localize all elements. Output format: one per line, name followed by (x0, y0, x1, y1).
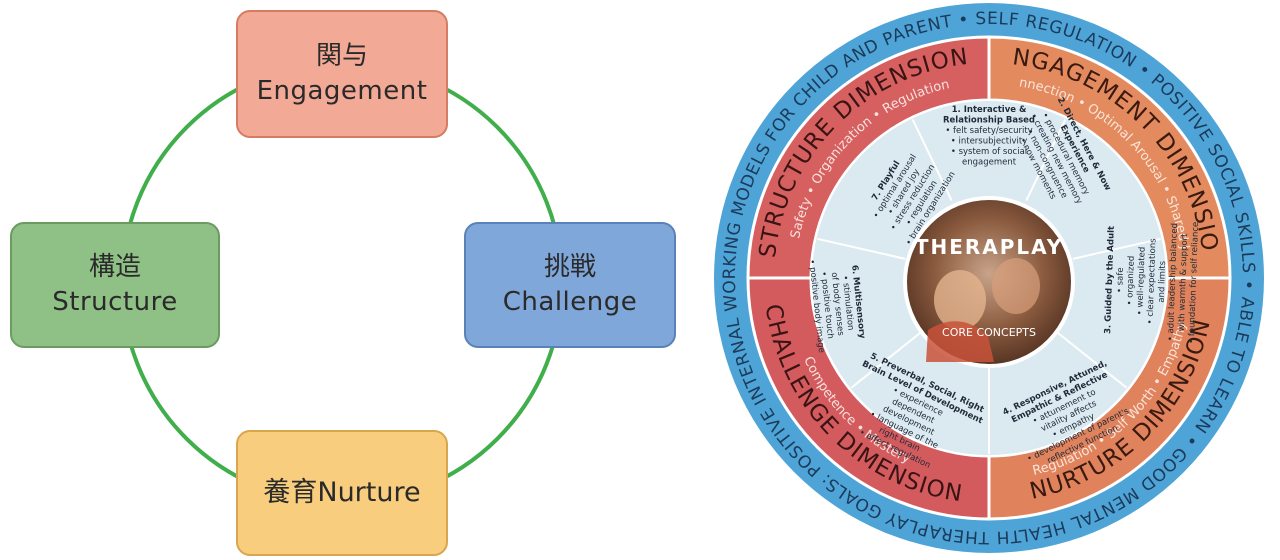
structure-box: 構造 Structure (10, 222, 220, 348)
concept-item-line: • system of social (951, 147, 1027, 157)
concept-title-line: 3. Guided by the Adult (1103, 226, 1117, 334)
concept-item-line: engagement (962, 158, 1017, 168)
nurture-label: 養育Nurture (263, 477, 421, 508)
engagement-jp-label: 関与 (315, 41, 368, 71)
concept-divider (817, 237, 906, 260)
concept-divider (1055, 330, 1128, 389)
structure-en-label: Structure (52, 287, 178, 317)
theraplay-dimensions-cycle: 関与 Engagement 挑戦 Challenge 構造 Structure … (10, 10, 676, 556)
center-subtitle: CORE CONCEPTS (942, 326, 1036, 339)
concept-item-line: with warmth & support (1177, 233, 1190, 332)
challenge-jp-label: 挑戦 (543, 252, 596, 282)
concept-item-line: and limits (1157, 260, 1168, 303)
adult-figure (992, 258, 1040, 314)
child-shirt (926, 321, 994, 362)
concept-item-line: • foundation for self reliance (1187, 222, 1201, 344)
concept-divider (1025, 118, 1067, 201)
concept-item-line: • safe (1115, 267, 1126, 293)
concept-3: 3. Guided by the Adult• safe• organized•… (1103, 222, 1201, 344)
center-brand: THERAPLAY (915, 235, 1063, 259)
concept-dividers (817, 118, 1161, 454)
concept-item-line: • clear expectations (1145, 238, 1158, 325)
concept-title-line: Relationship Based (943, 116, 1035, 126)
engagement-en-label: Engagement (256, 76, 428, 106)
concept-1: 1. Interactive &Relationship Based• felt… (943, 105, 1035, 168)
concept-item-line: • intersubjectivity (951, 137, 1027, 147)
challenge-en-label: Challenge (502, 287, 638, 317)
theraplay-core-concepts-wheel: THERAPLAY GOALS: POSITIVE INTERNAL WORKI… (698, 0, 1264, 553)
concept-item-line: • adult leadership balanced (1166, 223, 1180, 341)
child-figure (934, 270, 986, 330)
concept-divider (911, 118, 953, 201)
concept-item-line: • well-regulated (1135, 247, 1147, 316)
concept-divider (850, 330, 923, 389)
concept-divider (1072, 237, 1161, 260)
nurture-box: 養育Nurture (236, 430, 448, 556)
concept-item-line: • felt safety/security (945, 126, 1032, 136)
engagement-box: 関与 Engagement (236, 10, 448, 138)
concept-title-line: 1. Interactive & (952, 105, 1027, 115)
challenge-box: 挑戦 Challenge (464, 222, 676, 348)
concept-item-line: • organized (1125, 256, 1137, 306)
structure-jp-label: 構造 (88, 252, 141, 282)
